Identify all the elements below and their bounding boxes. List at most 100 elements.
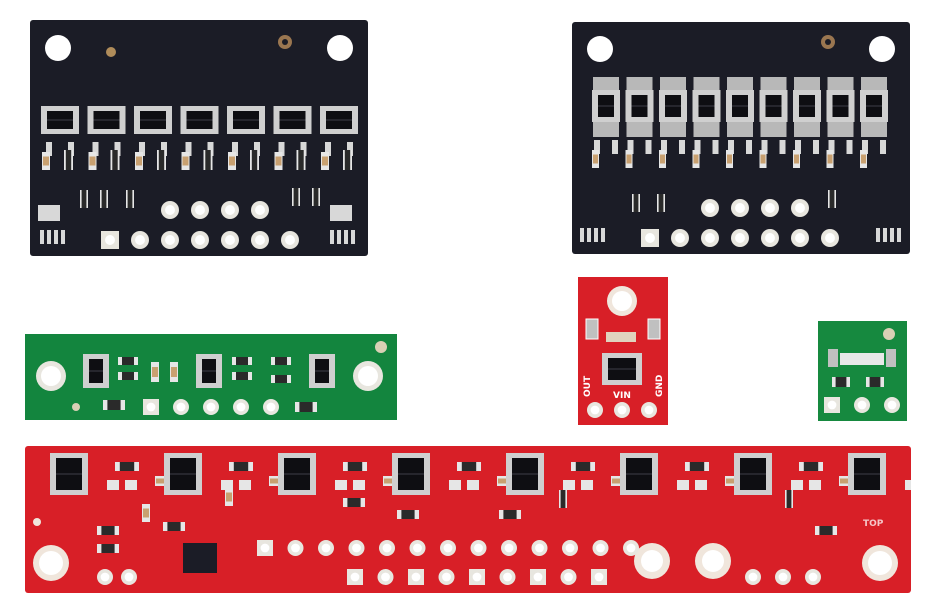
black-board-7-sensor xyxy=(30,20,368,256)
header-pin-hole xyxy=(438,569,455,585)
resistor xyxy=(343,498,365,507)
header-pin-hole xyxy=(587,402,603,418)
header-pin-hole xyxy=(318,540,334,556)
resistor xyxy=(97,526,119,535)
capacitor xyxy=(170,362,178,382)
resistor xyxy=(832,377,850,387)
resistor xyxy=(571,462,595,471)
header-pin-hole xyxy=(530,569,546,585)
reflectance-sensor xyxy=(392,453,430,495)
green-board-1-sensor-small xyxy=(818,321,907,421)
capacitor xyxy=(793,150,800,168)
reflectance-sensor xyxy=(196,354,222,388)
reflectance-sensor xyxy=(273,106,312,134)
vin-label: VIN xyxy=(613,391,631,401)
black-board-7-sensor-graphic xyxy=(30,20,368,256)
reflectance-sensor xyxy=(134,106,172,134)
header-pin-hole xyxy=(348,540,365,556)
resistor xyxy=(296,150,306,170)
reflectance-sensor xyxy=(659,90,687,122)
resistor xyxy=(828,190,836,208)
reflectance-sensor xyxy=(826,90,855,122)
header-pin-hole xyxy=(531,540,548,556)
resistor xyxy=(80,190,88,208)
out-label: OUT xyxy=(583,375,593,397)
header-pin-hole xyxy=(203,399,219,415)
reflectance-sensor xyxy=(592,90,620,122)
header-pin-hole xyxy=(614,402,630,418)
capacitor xyxy=(826,150,834,168)
header-pin-hole xyxy=(824,397,840,413)
header-pin-hole xyxy=(409,540,426,556)
capacitor xyxy=(860,150,867,168)
resistor xyxy=(815,526,837,535)
reflectance-sensor xyxy=(625,90,654,122)
header-pin-hole xyxy=(623,540,639,556)
capacitor xyxy=(692,150,700,168)
header-pin-hole xyxy=(131,231,149,249)
capacitor xyxy=(726,150,733,168)
reflectance-sensor xyxy=(278,453,316,495)
red-board-1-sensor: OUT VIN GND xyxy=(578,277,668,425)
reflectance-sensor xyxy=(50,453,88,495)
resistor xyxy=(632,194,640,212)
header-pin-hole xyxy=(560,569,577,585)
reflectance-sensor xyxy=(759,90,788,122)
capacitor xyxy=(228,152,236,170)
black-board-9-sensor xyxy=(572,22,910,254)
resistor xyxy=(343,150,352,170)
reflectance-sensor xyxy=(87,106,126,134)
reflectance-sensor xyxy=(848,453,886,495)
mounting-hole xyxy=(587,36,613,62)
header-pin-hole xyxy=(143,399,159,415)
mounting-hole xyxy=(869,36,895,62)
header-pin-hole xyxy=(501,540,517,556)
resistor xyxy=(203,150,213,170)
resistor xyxy=(799,462,823,471)
resistor xyxy=(559,490,567,508)
header-pin-hole xyxy=(287,540,304,556)
red-board-8-sensor-graphic: TOP xyxy=(25,446,911,593)
header-pin-hole xyxy=(470,540,487,556)
green-board-1-sensor-small-graphic xyxy=(818,321,907,421)
resistor xyxy=(157,150,166,170)
reflectance-sensor xyxy=(840,353,884,365)
header-pin-hole xyxy=(745,569,761,585)
resistor xyxy=(163,522,185,531)
reflectance-sensor xyxy=(309,354,335,388)
resistor xyxy=(343,462,367,471)
resistor xyxy=(103,400,125,410)
reflectance-sensor xyxy=(860,90,888,122)
resistor xyxy=(685,462,709,471)
reflectance-sensor xyxy=(320,106,358,134)
header-pin-hole xyxy=(805,569,821,585)
resistor xyxy=(312,188,320,206)
resistor xyxy=(457,462,481,471)
capacitor xyxy=(88,152,97,170)
capacitor xyxy=(225,488,233,506)
header-pin-hole xyxy=(884,397,900,413)
header-pin-hole xyxy=(641,229,659,247)
header-pin-hole xyxy=(97,569,113,585)
header-pin-hole xyxy=(379,540,395,556)
header-pin-hole xyxy=(701,229,719,247)
capacitor xyxy=(759,150,767,168)
resistor xyxy=(232,357,252,365)
capacitor xyxy=(274,152,283,170)
capacitor xyxy=(181,152,190,170)
header-pin-hole xyxy=(641,402,657,418)
header-pin-hole xyxy=(499,569,516,585)
header-pin-hole xyxy=(377,569,394,585)
resistor xyxy=(499,510,521,519)
reflectance-sensor xyxy=(180,106,219,134)
reflectance-sensor xyxy=(726,90,754,122)
header-pin-hole xyxy=(191,231,209,249)
header-pin-hole xyxy=(281,231,299,249)
header-pin-hole xyxy=(791,199,809,217)
header-pin-hole xyxy=(775,569,791,585)
header-pin-hole xyxy=(347,569,363,585)
header-pin-hole xyxy=(221,201,239,219)
reflectance-sensor xyxy=(692,90,721,122)
resistor xyxy=(397,510,419,519)
resistor xyxy=(118,372,138,380)
